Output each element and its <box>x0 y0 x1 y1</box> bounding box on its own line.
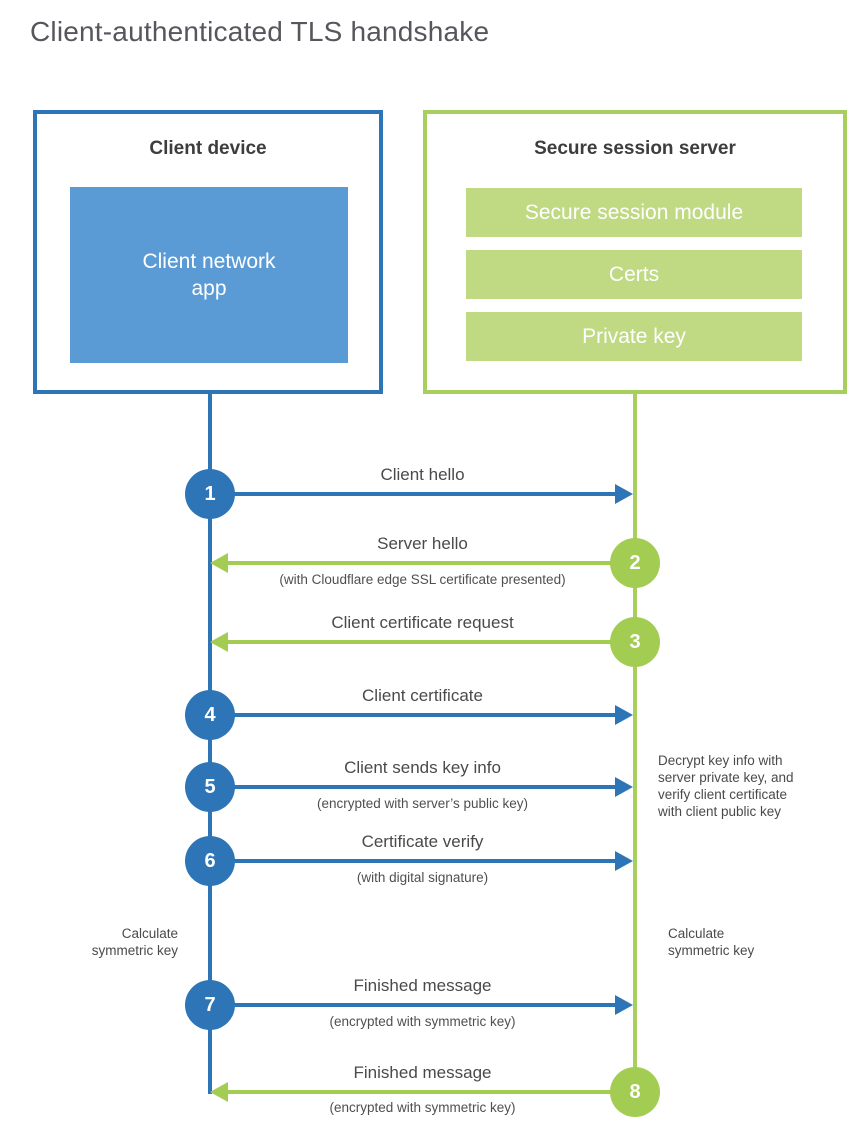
server-lifeline <box>633 394 637 1092</box>
client-device-title: Client device <box>149 138 267 159</box>
step-circle: 8 <box>610 1067 660 1117</box>
message-sublabel: (encrypted with server’s public key) <box>316 796 529 811</box>
message-label: Client certificate <box>362 686 483 705</box>
secure-session-server-title: Secure session server <box>534 138 736 159</box>
message-sublabel: (with Cloudflare edge SSL certificate pr… <box>279 572 566 587</box>
arrow-right-icon <box>615 484 633 504</box>
step-circle: 4 <box>185 690 235 740</box>
message-arrow-line <box>224 1090 635 1094</box>
message-label: Finished message <box>353 976 492 995</box>
message-arrow-line <box>210 859 620 863</box>
message-label: Client sends key info <box>344 758 501 777</box>
message-arrow-line <box>210 785 620 789</box>
arrow-left-icon <box>210 1082 228 1102</box>
step-circle: 2 <box>610 538 660 588</box>
server-module-bar: Secure session module <box>466 188 802 237</box>
arrow-right-icon <box>615 851 633 871</box>
step-circle: 7 <box>185 980 235 1030</box>
client-lifeline <box>208 394 212 1094</box>
arrow-right-icon <box>615 777 633 797</box>
client-network-app-box: Client network app <box>70 187 348 363</box>
arrow-right-icon <box>615 995 633 1015</box>
message-sublabel: (encrypted with symmetric key) <box>329 1100 516 1115</box>
client-calculate-note: Calculate symmetric key <box>91 926 178 958</box>
message-sublabel: (with digital signature) <box>356 870 489 885</box>
message-label: Client hello <box>380 465 465 484</box>
server-private-key-bar: Private key <box>466 312 802 361</box>
server-calculate-note: Calculate symmetric key <box>668 926 755 958</box>
message-arrow-line <box>210 492 620 496</box>
step-circle: 1 <box>185 469 235 519</box>
step-circle: 3 <box>610 617 660 667</box>
arrow-left-icon <box>210 632 228 652</box>
message-sublabel: (encrypted with symmetric key) <box>329 1014 516 1029</box>
step-circle: 6 <box>185 836 235 886</box>
message-arrow-line <box>210 713 620 717</box>
step-circle: 5 <box>185 762 235 812</box>
message-arrow-line <box>224 561 635 565</box>
message-label: Server hello <box>377 534 468 553</box>
message-arrow-line <box>224 640 635 644</box>
message-label: Finished message <box>353 1063 492 1082</box>
page-title: Client-authenticated TLS handshake <box>30 16 490 47</box>
message-label: Certificate verify <box>361 832 484 851</box>
message-label: Client certificate request <box>331 613 514 632</box>
message-arrow-line <box>210 1003 620 1007</box>
server-certs-bar: Certs <box>466 250 802 299</box>
arrow-right-icon <box>615 705 633 725</box>
server-decrypt-note: Decrypt key info with server private key… <box>658 753 794 819</box>
arrow-left-icon <box>210 553 228 573</box>
